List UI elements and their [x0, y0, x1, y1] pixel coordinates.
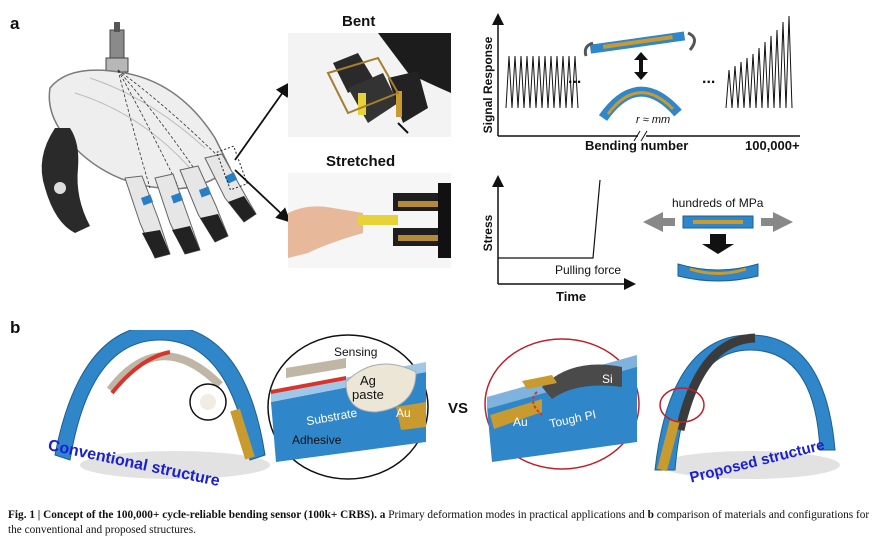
robotic-hand-illustration — [41, 22, 257, 259]
label-paste: paste — [352, 387, 384, 402]
stress-curve — [498, 179, 601, 259]
pointer-arrows — [234, 82, 291, 223]
signal-ylabel-wrap: Signal Response — [478, 37, 498, 138]
stress-xlabel: Time — [556, 289, 587, 304]
vs-label: VS — [448, 400, 469, 417]
proposed-inset — [484, 338, 640, 470]
label-adhesive: Adhesive — [292, 433, 342, 447]
stretched-photo-title: Stretched — [326, 153, 396, 170]
caption-a-text: Primary deformation modes in practical a… — [385, 509, 648, 521]
conventional-structure-illustration — [54, 330, 270, 479]
stress-ylabel-wrap: Stress — [478, 200, 498, 270]
pulling-force-label: Pulling force — [555, 263, 622, 277]
bent-photo-title: Bent — [342, 13, 376, 30]
label-si: Si — [602, 372, 613, 386]
signal-response-plot — [492, 13, 800, 142]
label-au-right: Au — [513, 415, 528, 429]
caption-b-text: comparison of materials and configuratio… — [8, 509, 870, 536]
stress-plot — [492, 175, 793, 290]
signal-ylabel: Signal Response — [481, 36, 495, 134]
signal-dots-left: ... — [568, 70, 582, 87]
signal-late-cycles — [725, 15, 793, 109]
bent-photo — [288, 33, 451, 137]
stress-ylabel: Stress — [481, 214, 495, 252]
label-ag: Ag — [360, 373, 376, 388]
signal-xlabel: Bending number — [585, 138, 689, 153]
conventional-inset — [267, 334, 429, 480]
panel-a-letter: a — [10, 14, 20, 33]
label-sensing: Sensing — [334, 345, 378, 359]
stretched-photo — [288, 173, 451, 268]
proposed-structure-illustration — [654, 333, 840, 479]
panel-b-letter: b — [10, 318, 21, 337]
signal-end-label: 100,000+ — [745, 138, 800, 153]
signal-initial-cycles — [505, 55, 579, 109]
signal-dots-right: ... — [702, 70, 716, 87]
caption-b-letter: b — [647, 509, 654, 521]
load-label: hundreds of MPa — [672, 196, 764, 210]
radius-label: r ≈ mm — [636, 114, 671, 126]
figure-caption: Fig. 1 | Concept of the 100,000+ cycle-r… — [8, 508, 870, 538]
caption-fig-label: Fig. 1 | Concept of the 100,000+ cycle-r… — [8, 509, 377, 521]
label-au-left: Au — [396, 406, 411, 420]
caption-a-letter: a — [379, 509, 386, 521]
